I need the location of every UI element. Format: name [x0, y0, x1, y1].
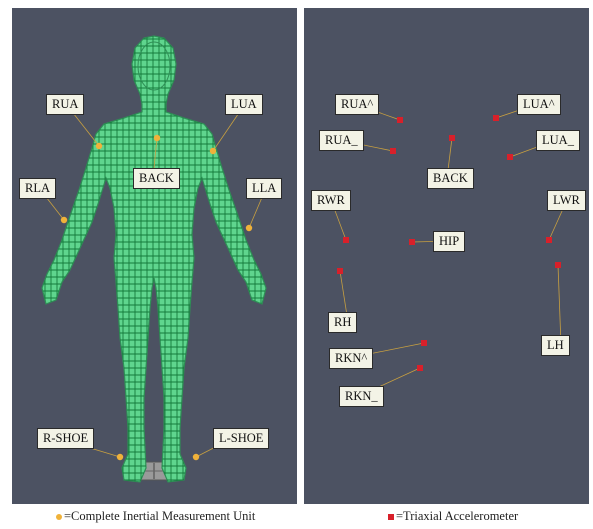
sensor-marker-hip — [409, 239, 415, 245]
sensor-label-rwr: RWR — [311, 190, 351, 211]
sensor-marker-rua — [96, 143, 102, 149]
accelerometer-figure — [304, 8, 589, 504]
sensor-marker-back — [154, 135, 160, 141]
sensor-marker-rua_up — [397, 117, 403, 123]
sensor-marker-rwr — [343, 237, 349, 243]
legend-imu: =Complete Inertial Measurement Unit — [56, 509, 255, 524]
sensor-marker-lshoe — [193, 454, 199, 460]
sensor-label-hip: HIP — [433, 231, 465, 252]
sensor-label-back: BACK — [133, 168, 180, 189]
sensor-marker-rua_low — [390, 148, 396, 154]
legend-accelerometer-text: =Triaxial Accelerometer — [396, 509, 518, 523]
sensor-label-back: BACK — [427, 168, 474, 189]
accelerometer-panel — [304, 8, 589, 504]
sensor-marker-lwr — [546, 237, 552, 243]
sensor-label-lua_up: LUA^ — [517, 94, 561, 115]
sensor-marker-lua — [210, 148, 216, 154]
sensor-marker-lla — [246, 225, 252, 231]
sensor-marker-back — [449, 135, 455, 141]
legend-imu-text: =Complete Inertial Measurement Unit — [64, 509, 255, 523]
sensor-marker-rkn_up — [421, 340, 427, 346]
sensor-label-rua: RUA — [46, 94, 84, 115]
sensor-label-rkn_up: RKN^ — [329, 348, 373, 369]
imu-marker-icon — [56, 514, 62, 520]
sensor-marker-rshoe — [117, 454, 123, 460]
sensor-marker-rla — [61, 217, 67, 223]
sensor-label-rua_up: RUA^ — [335, 94, 379, 115]
sensor-label-lua_low: LUA_ — [536, 130, 580, 151]
sensor-label-lshoe: L-SHOE — [213, 428, 269, 449]
sensor-label-rla: RLA — [19, 178, 56, 199]
sensor-marker-rkn_low — [417, 365, 423, 371]
sensor-label-rua_low: RUA_ — [319, 130, 364, 151]
sensor-label-lh: LH — [541, 335, 570, 356]
sensor-label-rh: RH — [328, 312, 357, 333]
sensor-marker-lua_low — [507, 154, 513, 160]
sensor-marker-lua_up — [493, 115, 499, 121]
sensor-marker-rh — [337, 268, 343, 274]
sensor-marker-lh — [555, 262, 561, 268]
sensor-label-rkn_low: RKN_ — [339, 386, 384, 407]
sensor-label-rshoe: R-SHOE — [37, 428, 94, 449]
sensor-label-lua: LUA — [225, 94, 263, 115]
accelerometer-marker-icon — [388, 514, 394, 520]
sensor-label-lla: LLA — [246, 178, 282, 199]
sensor-label-lwr: LWR — [547, 190, 586, 211]
legend-accelerometer: =Triaxial Accelerometer — [388, 509, 518, 524]
